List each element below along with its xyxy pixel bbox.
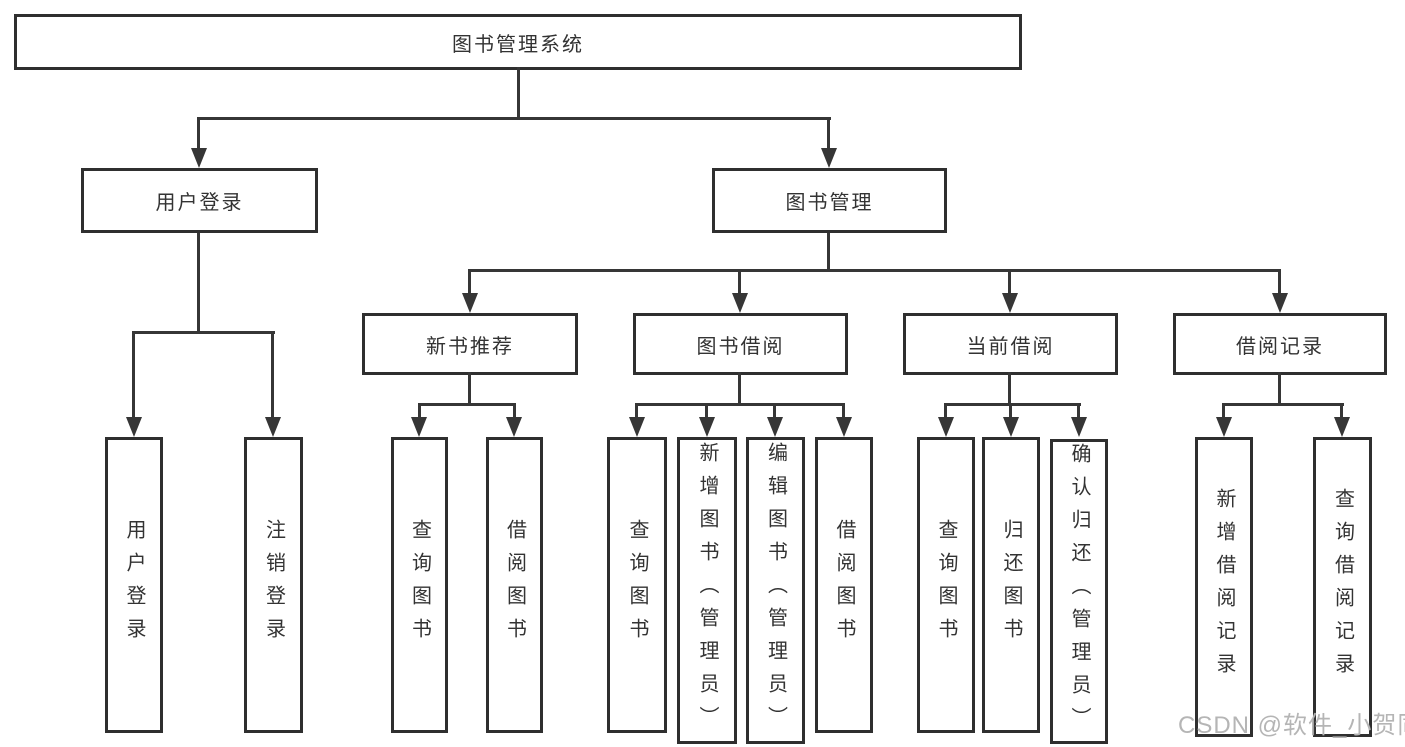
node-current-borrowing: 当前借阅 [903, 313, 1118, 375]
arrowhead-down-icon [629, 417, 645, 437]
arrowhead-down-icon [732, 293, 748, 313]
connector-drop-leaf [132, 331, 135, 419]
arrowhead-down-icon [506, 417, 522, 437]
connector-drop-leaf [1222, 403, 1225, 419]
node-label: 图书借阅 [696, 335, 785, 358]
arrowhead-down-icon [265, 417, 281, 437]
node-label: 新书推荐 [426, 335, 514, 358]
node-library-management-system: 图书管理系统 [14, 14, 1022, 70]
connector-book-borrowing-trunk [738, 372, 741, 406]
arrowhead-down-icon [821, 148, 837, 168]
connector-drop-leaf [1340, 403, 1343, 419]
arrowhead-down-icon [1272, 293, 1288, 313]
connector-current-borrowing-horizontal [944, 403, 1081, 406]
arrowhead-down-icon [699, 417, 715, 437]
connector-drop-leaf [418, 403, 421, 419]
leaf-label: 查询图书 [408, 519, 431, 651]
connector-book-management-trunk [827, 233, 830, 272]
connector-drop-borrowing-records [1278, 269, 1281, 295]
leaf-query-books: 查询图书 [607, 437, 667, 733]
arrowhead-down-icon [1071, 417, 1087, 437]
leaf-query-borrow-record: 查询借阅记录 [1313, 437, 1372, 737]
arrowhead-down-icon [462, 293, 478, 313]
connector-level2-horizontal [197, 117, 831, 120]
arrowhead-down-icon [836, 417, 852, 437]
connector-drop-leaf [705, 403, 708, 419]
arrowhead-down-icon [1002, 293, 1018, 313]
node-borrowing-records: 借阅记录 [1173, 313, 1387, 375]
connector-level3-horizontal [468, 269, 1281, 272]
leaf-return-book: 归还图书 [982, 437, 1040, 733]
leaf-label: 查询图书 [626, 519, 648, 651]
connector-book-borrowing-horizontal [635, 403, 845, 406]
leaf-edit-book-admin: 编辑图书（管理员） [746, 437, 805, 744]
connector-drop-book-borrowing [738, 269, 741, 295]
node-label: 用户登录 [155, 192, 244, 214]
node-user-login: 用户登录 [81, 168, 318, 233]
leaf-label: 编辑图书（管理员） [764, 442, 787, 739]
leaf-label: 借阅图书 [503, 519, 526, 651]
node-label: 图书管理 [785, 192, 874, 214]
connector-current-borrowing-trunk [1008, 372, 1011, 406]
node-label: 当前借阅 [966, 335, 1055, 358]
leaf-borrow-books: 借阅图书 [815, 437, 873, 733]
node-label: 借阅记录 [1236, 335, 1324, 358]
connector-drop-leaf [271, 331, 274, 419]
node-label: 图书管理系统 [452, 33, 584, 56]
connector-new-book-horizontal [418, 403, 516, 406]
connector-user-login-horizontal [132, 331, 275, 334]
leaf-logout: 注销登录 [244, 437, 303, 733]
connector-borrowing-records-trunk [1278, 372, 1281, 406]
leaf-label: 归还图书 [1000, 519, 1022, 651]
connector-drop-leaf [842, 403, 845, 419]
leaf-query-books: 查询图书 [917, 437, 975, 733]
leaf-label: 用户登录 [123, 519, 145, 651]
connector-drop-leaf [1077, 403, 1080, 419]
leaf-label: 注销登录 [262, 519, 285, 651]
connector-drop-book-management [827, 117, 830, 149]
csdn-watermark: CSDN @软件_小贺同学 [1178, 712, 1405, 739]
leaf-label: 确认归还（管理员） [1068, 443, 1090, 740]
connector-root-trunk [517, 67, 520, 119]
node-book-management: 图书管理 [712, 168, 947, 233]
leaf-user-login: 用户登录 [105, 437, 163, 733]
connector-drop-user-login [197, 117, 200, 149]
arrowhead-down-icon [1334, 417, 1350, 437]
connector-new-book-trunk [468, 372, 471, 406]
leaf-label: 新增借阅记录 [1213, 488, 1235, 686]
arrowhead-down-icon [938, 417, 954, 437]
leaf-add-borrow-record: 新增借阅记录 [1195, 437, 1253, 737]
node-book-borrowing: 图书借阅 [633, 313, 848, 375]
connector-drop-current-borrowing [1008, 269, 1011, 295]
arrowhead-down-icon [191, 148, 207, 168]
arrowhead-down-icon [1003, 417, 1019, 437]
leaf-label: 查询图书 [935, 519, 957, 651]
leaf-borrow-books: 借阅图书 [486, 437, 543, 733]
connector-drop-leaf [635, 403, 638, 419]
connector-drop-leaf [1009, 403, 1012, 419]
arrowhead-down-icon [126, 417, 142, 437]
connector-drop-leaf [513, 403, 516, 419]
leaf-label: 新增图书（管理员） [696, 442, 718, 739]
leaf-query-books: 查询图书 [391, 437, 448, 733]
leaf-add-book-admin: 新增图书（管理员） [677, 437, 737, 744]
connector-user-login-trunk [197, 233, 200, 334]
leaf-confirm-return-admin: 确认归还（管理员） [1050, 439, 1108, 744]
arrowhead-down-icon [767, 417, 783, 437]
connector-borrowing-records-horizontal [1222, 403, 1344, 406]
leaf-label: 查询借阅记录 [1331, 488, 1354, 686]
connector-drop-leaf [944, 403, 947, 419]
connector-drop-leaf [773, 403, 776, 419]
arrowhead-down-icon [411, 417, 427, 437]
leaf-label: 借阅图书 [833, 519, 855, 651]
connector-drop-new-book [468, 269, 471, 295]
node-new-book-recommendation: 新书推荐 [362, 313, 578, 375]
arrowhead-down-icon [1216, 417, 1232, 437]
